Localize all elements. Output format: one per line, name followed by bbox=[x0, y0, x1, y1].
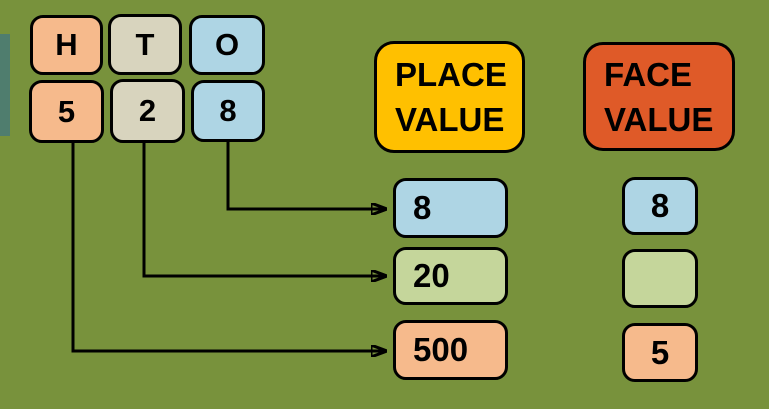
face-value-tens-empty bbox=[622, 249, 698, 308]
place-value-ones: 8 bbox=[393, 178, 508, 238]
digit-hundreds: 5 bbox=[29, 80, 104, 143]
hto-header-tens: T bbox=[108, 14, 182, 75]
place-value-tens: 20 bbox=[393, 247, 508, 305]
face-value-ones: 8 bbox=[622, 177, 698, 235]
arrow-hundreds-to-place-value bbox=[71, 142, 386, 351]
face-value-hundreds: 5 bbox=[622, 323, 698, 382]
arrow-tens-to-place-value bbox=[142, 142, 386, 276]
hto-header-hundreds: H bbox=[30, 15, 103, 75]
face-value-title: FACE VALUE bbox=[583, 42, 735, 151]
place-value-title: PLACE VALUE bbox=[374, 41, 525, 153]
digit-tens: 2 bbox=[110, 79, 185, 143]
place-value-hundreds: 500 bbox=[393, 320, 508, 380]
left-accent-bar bbox=[0, 34, 10, 136]
hto-header-ones: O bbox=[189, 15, 265, 75]
arrow-ones-to-place-value bbox=[226, 142, 386, 209]
digit-ones: 8 bbox=[191, 80, 265, 142]
